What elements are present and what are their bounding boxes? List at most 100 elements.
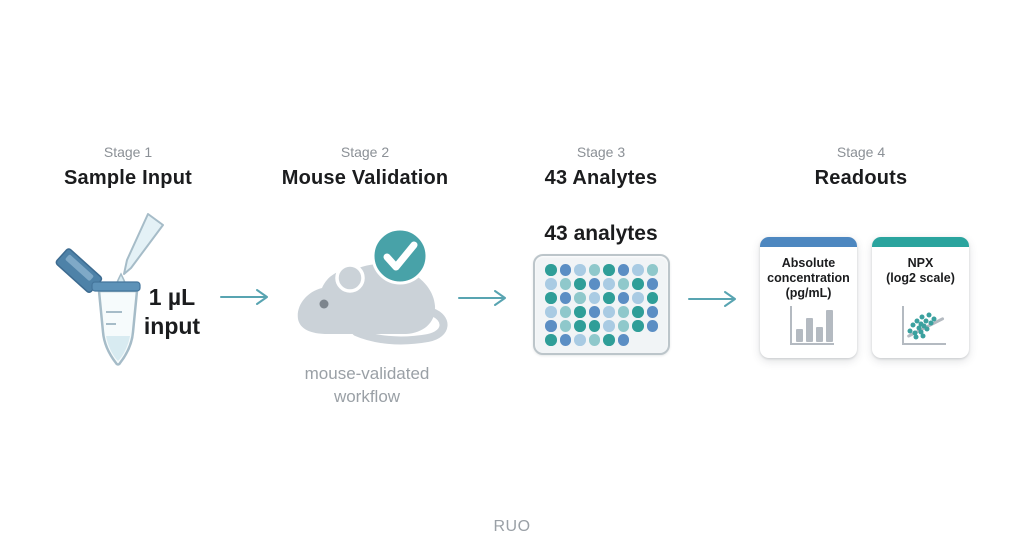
- assay-plate-well: [574, 278, 586, 290]
- scatter-point: [918, 329, 923, 335]
- mouse-tail: [352, 308, 448, 345]
- assay-plate-well: [588, 292, 600, 304]
- assay-plate-well: [574, 320, 586, 332]
- chart-axis: [901, 306, 946, 345]
- sample-volume-line2: input: [143, 313, 201, 339]
- assay-plate-well: [588, 306, 600, 318]
- assay-plate-well: [574, 264, 586, 276]
- assay-plate-well: [603, 292, 615, 304]
- assay-plate-well: [545, 320, 557, 332]
- stage-2-header: Stage 2 Mouse Validation: [260, 144, 470, 190]
- assay-plate-well: [632, 292, 644, 304]
- assay-plate-well: [574, 306, 586, 318]
- stage-2-label: Stage 2: [340, 144, 390, 160]
- assay-plate-well: [617, 306, 629, 318]
- scatter-point: [907, 328, 912, 334]
- assay-plate: [533, 254, 670, 355]
- scatter-point: [913, 334, 918, 340]
- scatter-point: [919, 314, 924, 320]
- scatter-point: [910, 322, 915, 328]
- readout-card: NPX (log2 scale): [872, 237, 969, 358]
- sample-volume-annotation: 1 µL input: [128, 283, 216, 341]
- assay-plate-well: [617, 264, 629, 276]
- tube-pipette-icon: [55, 213, 164, 366]
- chart-axis: [789, 306, 834, 345]
- mouse-eye: [319, 299, 329, 309]
- assay-plate-well: [559, 320, 571, 332]
- assay-plate-well: [646, 320, 658, 332]
- assay-plate-well: [588, 264, 600, 276]
- stage-1-header: Stage 1 Sample Input: [23, 144, 233, 190]
- assay-plate-well: [574, 334, 586, 346]
- assay-plate-well: [588, 334, 600, 346]
- assay-plate-well: [617, 334, 629, 346]
- bar-chart-bar: [815, 327, 823, 342]
- stage-4-label: Stage 4: [836, 144, 886, 160]
- assay-plate-well: [603, 278, 615, 290]
- tube-graduations: [106, 311, 122, 325]
- assay-plate-well: [588, 320, 600, 332]
- stage-1-title: Sample Input: [64, 167, 192, 189]
- stage-4-title: Readouts: [814, 167, 908, 189]
- bar-chart-icon: [782, 304, 836, 350]
- assay-plate-well: [646, 292, 658, 304]
- scatter-point: [924, 326, 929, 332]
- stage-3-label: Stage 3: [576, 144, 626, 160]
- bar-chart-bar: [825, 310, 833, 342]
- scatter-point: [918, 321, 923, 327]
- card-text-line: NPX: [907, 256, 934, 270]
- analytes-count-label: 43 analytes: [544, 222, 658, 245]
- readout-card-text: NPX (log2 scale): [886, 256, 955, 286]
- card-text-line: (log2 scale): [886, 271, 955, 285]
- assay-plate-well: [632, 278, 644, 290]
- stage-4-header: Stage 4 Readouts: [756, 144, 966, 190]
- mouse-caption: mouse-validated workflow: [262, 362, 472, 408]
- assay-plate-well: [603, 334, 615, 346]
- bar-chart-bar: [795, 329, 803, 342]
- scatter-point: [920, 333, 925, 339]
- mouse-caption-line2: workflow: [333, 387, 401, 406]
- assay-plate-well: [559, 334, 571, 346]
- card-text-line: (pg/mL): [785, 286, 832, 300]
- assay-plate-well: [603, 320, 615, 332]
- flow-arrow-2-icon: [458, 289, 512, 307]
- assay-plate-well: [588, 278, 600, 290]
- card-text-line: Absolute: [781, 256, 836, 270]
- sample-volume-line1: 1 µL: [148, 284, 196, 310]
- bar-chart-bars: [795, 310, 833, 342]
- assay-plate-well: [545, 278, 557, 290]
- scatter-point: [914, 318, 919, 324]
- scatter-point: [916, 325, 921, 331]
- stage-1-label: Stage 1: [103, 144, 153, 160]
- assay-plate-well: [617, 292, 629, 304]
- mouse-check-icon: [297, 227, 448, 345]
- mouse-ear: [335, 263, 365, 293]
- flow-arrow-3-icon: [688, 290, 742, 308]
- scatter-point: [912, 330, 917, 336]
- flow-arrow-1-icon: [220, 288, 274, 306]
- assay-plate-well: [603, 306, 615, 318]
- assay-plate-well: [632, 306, 644, 318]
- bar-chart-bar: [805, 318, 813, 342]
- assay-plate-well: [646, 278, 658, 290]
- footer-ruo-label: RUO: [493, 518, 531, 535]
- assay-plate-well: [545, 334, 557, 346]
- readout-card-text: Absolute concentration (pg/mL): [767, 256, 850, 301]
- check-badge-icon: [371, 227, 429, 285]
- assay-plate-well: [559, 278, 571, 290]
- scatter-point: [921, 323, 926, 329]
- assay-plate-well: [559, 292, 571, 304]
- card-header-bar: [760, 237, 857, 247]
- tube-rim: [91, 281, 141, 292]
- scatter-point: [926, 312, 931, 318]
- scatter-point: [928, 320, 933, 326]
- pipette-tip-icon: [123, 213, 164, 275]
- assay-plate-well: [646, 306, 658, 318]
- stage-2-title: Mouse Validation: [281, 167, 449, 189]
- card-text-line: concentration: [767, 271, 850, 285]
- assay-plate-well: [545, 306, 557, 318]
- tube-liquid: [106, 336, 130, 361]
- scatter-plot-icon: [894, 304, 948, 350]
- tube-body: [97, 289, 139, 366]
